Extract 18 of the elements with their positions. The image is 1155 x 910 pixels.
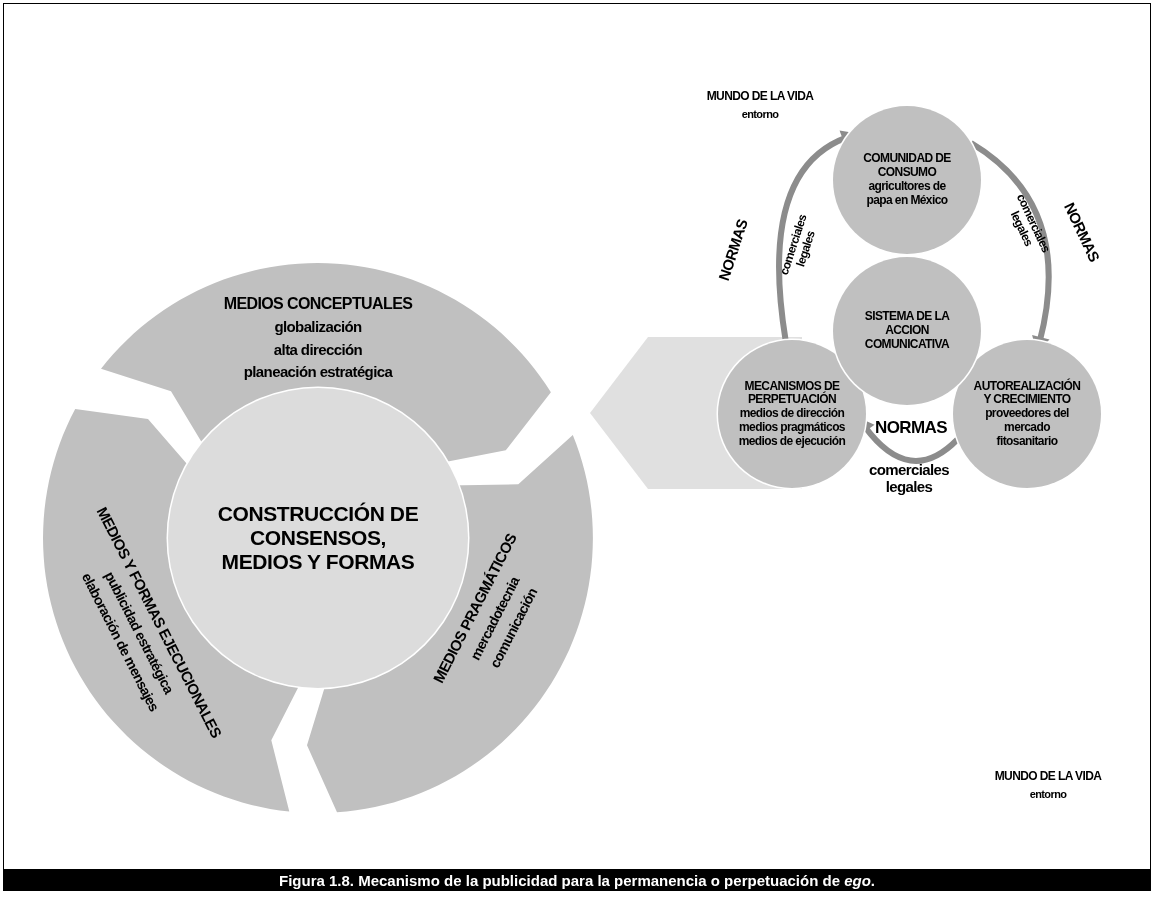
circle-title: SISTEMA DE LA ACCION COMUNICATIVA — [863, 310, 951, 352]
segment-item: planeación estratégica — [242, 362, 394, 383]
region-note: entorno — [741, 107, 779, 121]
arrow-note: comerciales legales — [867, 461, 951, 495]
segment-heading: MEDIOS CONCEPTUALES — [223, 294, 413, 315]
circle-text: medios pragmáticos — [739, 420, 845, 435]
circle-text: proveedores del mercado fitosanitario — [984, 407, 1070, 449]
region-label: MUNDO DE LA VIDA — [706, 90, 814, 104]
circle-title: CONSTRUCCIÓN DE CONSENSOS, MEDIOS Y FORMAS — [216, 501, 420, 575]
region-label: MUNDO DE LA VIDA — [994, 770, 1102, 784]
region-note: entorno — [1029, 787, 1067, 801]
edge-label: NORMAS — [875, 418, 947, 438]
figure-caption: Figura 1.8. Mecanismo de la publicidad para la permanencia o perpetuación de ego. — [279, 871, 875, 889]
segment-item: globalización — [273, 317, 363, 338]
circle-text: agricultores de papa en México — [865, 180, 949, 208]
segment-item: alta dirección — [272, 339, 364, 360]
circle-text: medios de ejecución — [738, 434, 846, 449]
circle-text: medios de dirección — [739, 407, 845, 421]
